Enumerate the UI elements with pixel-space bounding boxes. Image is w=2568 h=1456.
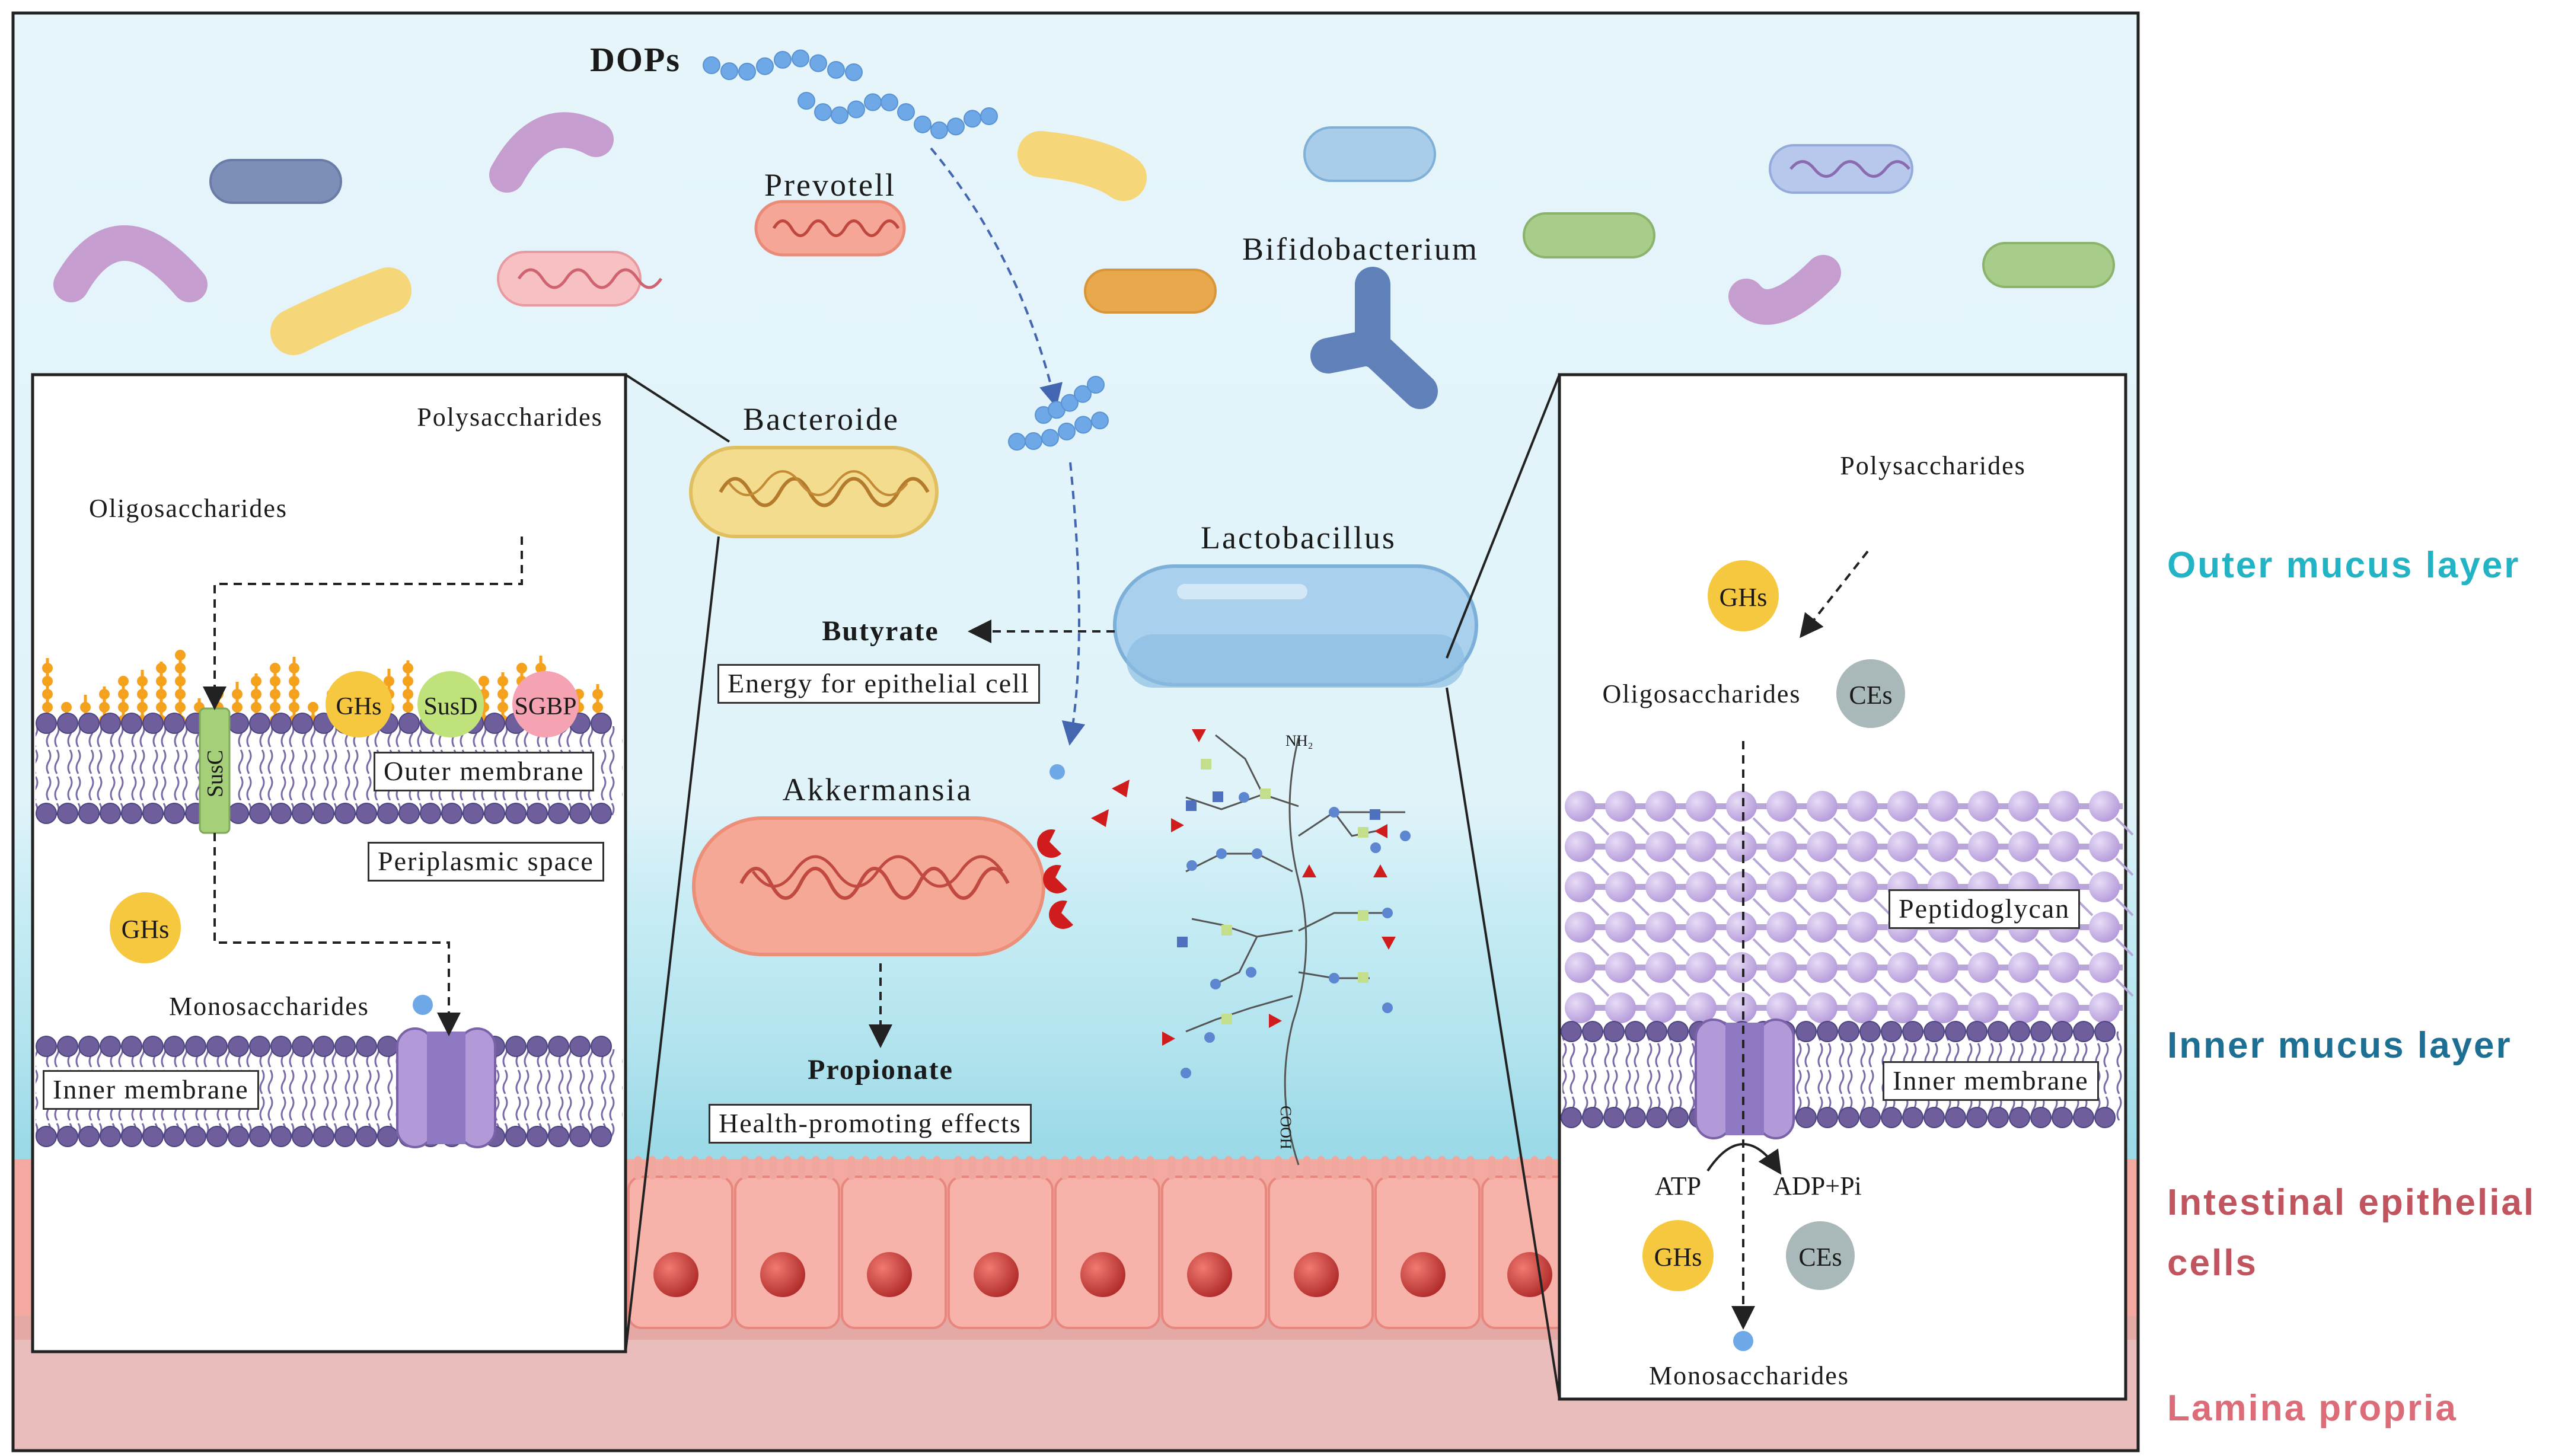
right-monosaccharides-label: Monosaccharides — [1649, 1361, 1849, 1390]
epithelial-cells — [627, 1156, 1587, 1329]
susd-label: SusD — [423, 693, 477, 720]
abc-transporter — [1695, 1018, 1795, 1139]
right-inner-membrane-box: Inner membrane — [1883, 1061, 2099, 1101]
background-bacteria — [53, 112, 2115, 409]
adp-label: ADP+Pi — [1773, 1171, 1862, 1200]
ghs-enzyme-left-1 — [326, 671, 392, 737]
lamina-propria-label: Lamina propria — [2167, 1388, 2458, 1429]
left-oligosaccharides-label: Oligosaccharides — [89, 494, 288, 523]
sgbp-label: SGBP — [514, 693, 576, 720]
flow-arrows — [869, 147, 1115, 1048]
akkermansia-bacterium — [692, 780, 1130, 956]
butyrate-label: Butyrate — [822, 615, 939, 647]
ghs-enzyme-right-1 — [1708, 560, 1779, 631]
bacteroides-bacterium — [689, 446, 939, 538]
nh2-label: NH₂ — [1285, 732, 1313, 749]
lactobacillus-label: Lactobacillus — [1201, 520, 1396, 555]
peptidoglycan-box: Peptidoglycan — [1888, 889, 2081, 929]
right-ces-label: CEs — [1849, 681, 1892, 710]
labels: DOPs Prevotell Bifidobacterium Bacteroid… — [89, 40, 2025, 1390]
sgbp-protein — [512, 671, 579, 737]
left-inner-membrane-box: Inner membrane — [43, 1070, 259, 1110]
left-panel — [31, 373, 627, 1353]
right-ghs-2-label: GHs — [1654, 1243, 1702, 1272]
right-panel — [1558, 373, 2134, 1401]
bifidobacterium-label: Bifidobacterium — [1242, 231, 1479, 267]
left-ghs-label: GHs — [336, 693, 381, 720]
epithelial-cells-label: Intestinal epithelial cells — [2167, 1182, 2536, 1284]
outer-membrane-box: Outer membrane — [374, 752, 595, 791]
zoom-lines — [624, 373, 1561, 1400]
health-box: Health-promoting effects — [709, 1104, 1032, 1144]
susd-protein — [417, 671, 484, 737]
monosaccharide-dot — [413, 995, 433, 1015]
main-frame — [11, 11, 2140, 1452]
left-monosaccharides-label: Monosaccharides — [169, 992, 369, 1021]
propionate-label: Propionate — [808, 1054, 953, 1085]
outer-mucus-layer-label: Outer mucus layer — [2167, 545, 2521, 586]
lactobacillus-bacterium — [1113, 564, 1478, 688]
ghs-enzyme-right-2 — [1642, 1220, 1714, 1291]
prevotella-bacterium — [754, 200, 906, 257]
monosaccharide-dot-right — [1733, 1331, 1753, 1351]
left-ghs-2-label: GHs — [122, 915, 170, 944]
energy-box: Energy for epithelial cell — [717, 664, 1040, 704]
left-polysaccharides-label: Polysaccharides — [417, 403, 602, 432]
ces-enzyme-right-1 — [1836, 659, 1905, 728]
bacteroides-label: Bacteroide — [743, 401, 899, 437]
atp-label: ATP — [1655, 1171, 1701, 1200]
right-polysaccharides-label: Polysaccharides — [1840, 451, 2025, 480]
cooh-label: COOH — [1277, 1106, 1294, 1150]
prevotella-label: Prevotell — [764, 167, 896, 203]
right-oligosaccharides-label: Oligosaccharides — [1603, 679, 1801, 708]
susc-label: SusC — [203, 750, 228, 797]
ces-enzyme-right-2 — [1786, 1221, 1855, 1290]
mucin-glycoprotein — [1162, 729, 1411, 1166]
ghs-enzyme-left-2 — [110, 892, 181, 963]
right-ces-2-label: CEs — [1798, 1243, 1842, 1272]
right-ghs-label: GHs — [1720, 583, 1768, 612]
inner-mucus-layer-label: Inner mucus layer — [2167, 1025, 2512, 1066]
akkermansia-label: Akkermansia — [783, 772, 973, 807]
dops-label: DOPs — [590, 40, 681, 79]
periplasmic-box: Periplasmic space — [368, 842, 604, 882]
monosaccharide-transporter — [396, 1027, 496, 1148]
